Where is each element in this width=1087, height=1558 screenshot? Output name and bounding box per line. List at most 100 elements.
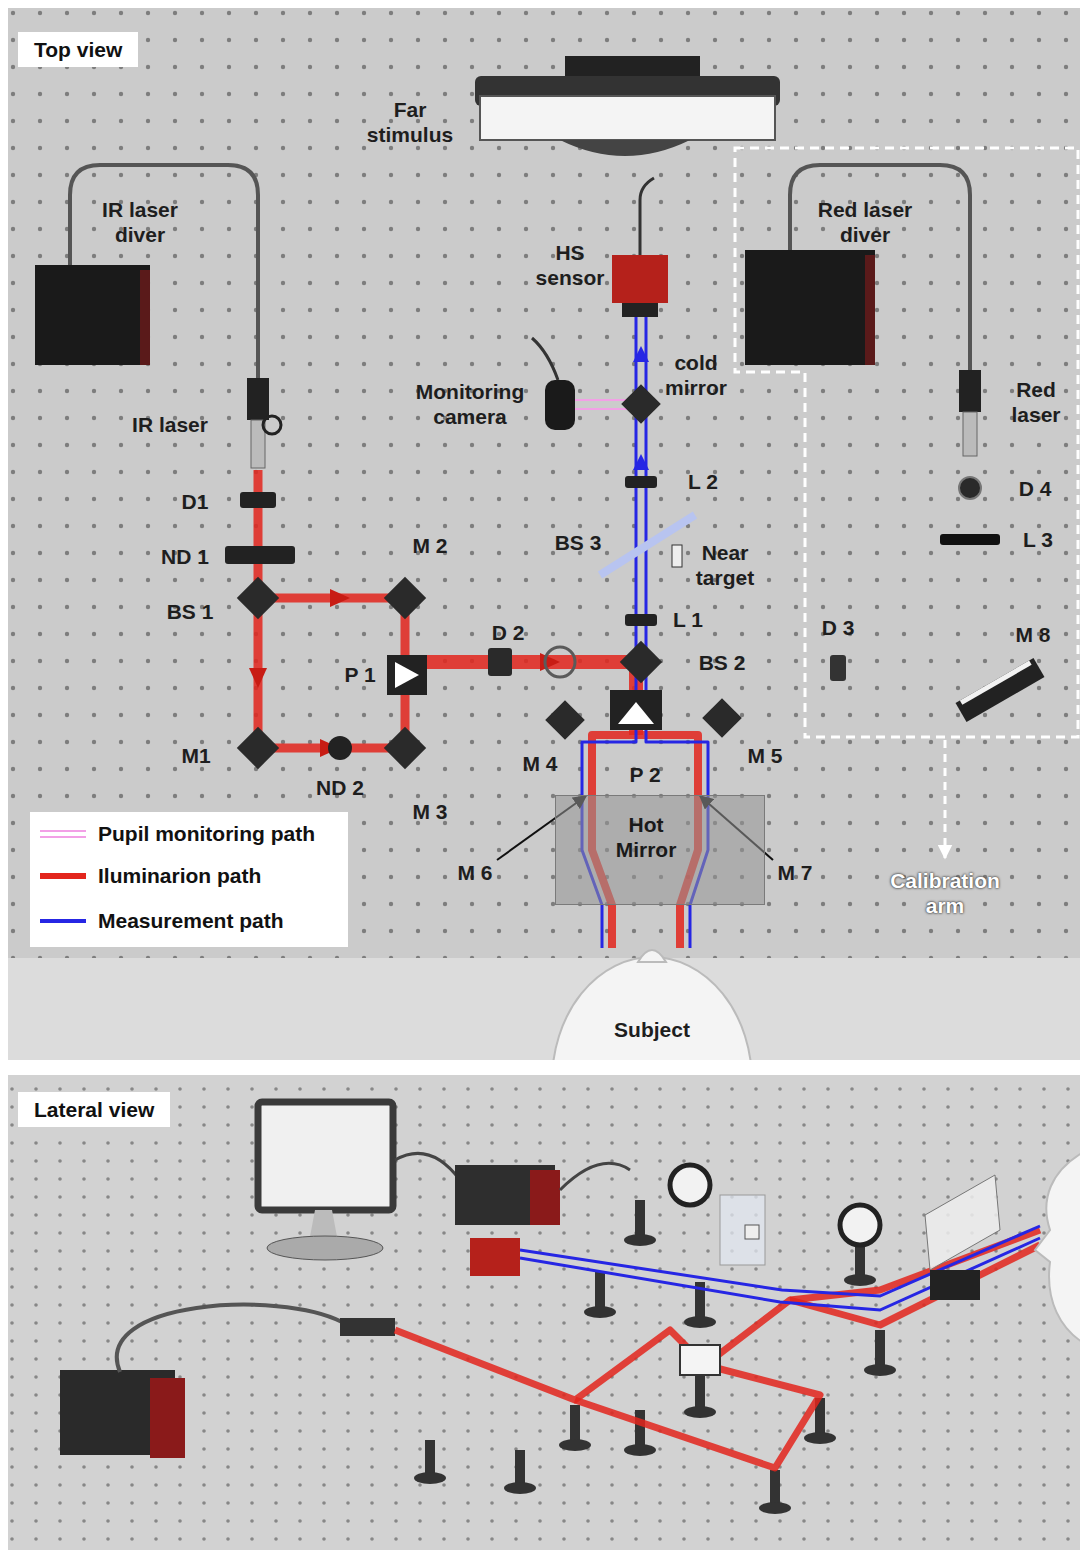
mirror-m1 xyxy=(237,727,279,769)
part-label: Red laser xyxy=(1011,377,1060,427)
mirror-m8-face xyxy=(960,660,1032,704)
ir-driver-box xyxy=(35,265,150,365)
legend-entry: Pupil monitoring path xyxy=(98,821,315,846)
ir-laser-ring xyxy=(263,416,281,434)
part-label: Far stimulus xyxy=(367,97,453,147)
prism-p1 xyxy=(387,655,427,695)
part-label: L 1 xyxy=(673,607,703,632)
subject-head xyxy=(552,950,752,1060)
post-base xyxy=(624,1234,656,1246)
table-holes xyxy=(8,1075,1080,1550)
view-panel: Lateral view xyxy=(8,1075,1080,1550)
post-base xyxy=(804,1432,836,1444)
legend-sample xyxy=(40,919,86,923)
legend-sample xyxy=(40,836,86,838)
post-base xyxy=(414,1472,446,1484)
post-base xyxy=(759,1502,791,1514)
monitoring-camera xyxy=(545,380,575,430)
mirror-m2 xyxy=(384,577,426,619)
part-label: M 4 xyxy=(522,751,557,776)
illumination-path xyxy=(395,1230,1040,1468)
beam xyxy=(790,1230,1040,1300)
red-driver-box xyxy=(745,250,875,365)
cold-mirror xyxy=(621,384,661,424)
camera-cable xyxy=(532,338,558,380)
part-label: M 6 xyxy=(457,860,492,885)
red-driver-front xyxy=(530,1170,560,1225)
post-base xyxy=(559,1439,591,1451)
monitor-cable xyxy=(395,1153,460,1180)
part-label: ND 1 xyxy=(161,544,209,569)
lateral-illustration xyxy=(60,1102,1080,1514)
prism-p1 xyxy=(680,1345,720,1375)
prism-p2-glass xyxy=(618,702,654,724)
part-label: Red laser diver xyxy=(811,197,919,247)
lens xyxy=(840,1205,880,1245)
lens-l2 xyxy=(625,476,657,488)
part-label: Near target xyxy=(696,540,754,590)
beamsplitter-bs2 xyxy=(620,641,662,683)
beam xyxy=(575,1365,820,1468)
post-mounts xyxy=(414,1200,896,1514)
near-target xyxy=(745,1225,759,1239)
hot-mirror xyxy=(925,1175,1000,1270)
table-edge xyxy=(8,958,1080,1060)
part-label: D 2 xyxy=(492,620,525,645)
ir-cable xyxy=(70,165,258,378)
beam-arrow xyxy=(249,668,267,688)
diaphragm-d1 xyxy=(240,492,276,508)
calibration-leader xyxy=(944,740,947,858)
diaphragm-d2 xyxy=(488,648,512,676)
part-label: BS 3 xyxy=(555,530,602,555)
beam-arrow xyxy=(540,653,560,671)
legend-sample xyxy=(40,873,86,879)
diaphragm-d4 xyxy=(959,477,981,499)
beamsplitter-plate xyxy=(720,1195,765,1265)
post-base xyxy=(584,1306,616,1318)
ir-laser xyxy=(340,1318,395,1336)
part-label: M 5 xyxy=(747,743,782,768)
legend-sample xyxy=(40,830,86,832)
prism-p1-glass xyxy=(395,662,419,688)
hs-sensor xyxy=(470,1238,520,1276)
view-panel: Top viewHot Mirror xyxy=(8,8,1080,1060)
beam xyxy=(705,1245,1040,1365)
mirror-m8 xyxy=(956,658,1045,722)
part-label: L 3 xyxy=(1023,527,1053,552)
part-label: D 4 xyxy=(1019,476,1052,501)
hot-mirror-mount xyxy=(930,1270,980,1300)
part-label: Monitoring camera xyxy=(416,379,524,429)
mirror-m8-mount xyxy=(956,658,1045,722)
beam-arrow xyxy=(633,454,649,470)
table-top xyxy=(8,1075,1080,1550)
legend-entry: Iluminarion path xyxy=(98,863,261,888)
ir-driver-front xyxy=(150,1378,185,1458)
ir-laser-head xyxy=(247,378,269,420)
legend-box xyxy=(30,812,348,947)
part-label: BS 1 xyxy=(167,599,214,624)
part-label: M 7 xyxy=(777,860,812,885)
red-cable xyxy=(790,165,970,370)
part-label: IR laser diver xyxy=(90,197,190,247)
beamsplitter-bs3 xyxy=(600,515,695,575)
lens-l3 xyxy=(940,534,1000,545)
near-target xyxy=(672,545,682,567)
prism-p2 xyxy=(610,690,662,730)
monitor-base xyxy=(267,1236,383,1260)
red-driver-side xyxy=(865,255,875,365)
beam xyxy=(405,662,636,735)
part-label: Subject xyxy=(614,1017,690,1042)
beam xyxy=(395,1330,705,1400)
post-base xyxy=(624,1444,656,1456)
mirror-m5 xyxy=(702,698,742,738)
part-label: ND 2 xyxy=(316,775,364,800)
nose xyxy=(638,950,666,962)
filter-nd2 xyxy=(328,736,352,760)
subject-face xyxy=(1035,1150,1080,1345)
view-title: Top view xyxy=(18,32,138,67)
part-label: Hot Mirror xyxy=(616,812,677,862)
mount-ring xyxy=(545,647,575,677)
diaphragm-d3 xyxy=(830,655,846,681)
part-label: D1 xyxy=(182,489,209,514)
